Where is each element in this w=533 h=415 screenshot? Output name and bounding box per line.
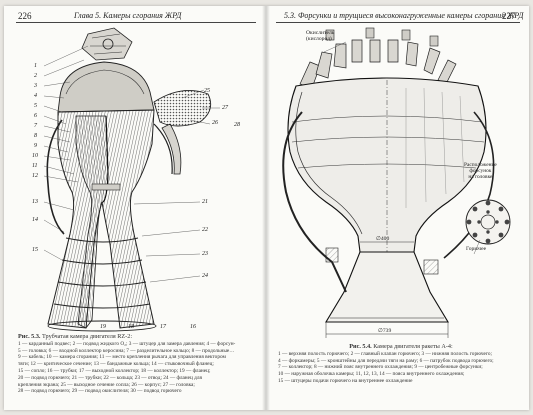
book-gutter [262,6,270,410]
left-caption-line: крепления экрана; 25 — выходное сечение … [18,381,195,388]
tubular-chamber-drawing [43,27,220,332]
left-caption-line: 15 — сопло; 16 — трубки; 17 — выходной к… [18,367,211,374]
throat-diameter-label: ∅400 [376,236,390,242]
callout-24: 24 [202,273,208,279]
callout-15: 15 [32,247,38,253]
callout-10: 10 [32,153,38,159]
injector-plate-detail [153,89,212,175]
callout-13: 13 [32,199,38,205]
leader-lines [43,45,220,283]
callout-16: 16 [190,324,196,330]
gimbal-mount [81,27,133,61]
book-spread: 226 Глава 5. Камеры сгорания ЖРД [4,6,529,410]
callout-26: 26 [212,120,218,126]
oxidizer-label: Окислитель (кислород) [306,30,335,43]
left-caption-line: 1 — карданный подвес; 2 — подвод жидкого… [18,340,236,347]
callout-17: 17 [160,324,166,330]
a4-chamber-drawing [282,27,511,338]
right-figure-caption: Рис. 5.4. Камера двигателя ракеты A-4: 1… [278,343,524,385]
dimension-lines [325,241,449,338]
callout-14: 14 [32,217,38,223]
prechambers [299,39,457,89]
right-running-head: 5.3. Форсунки и трущиеся высоконагруженн… [284,11,524,20]
callout-3: 3 [34,83,37,89]
right-caption-line: 7 — коллектор; 8 — нижний пояс внутренне… [278,364,483,371]
callout-21: 21 [202,199,208,205]
left-caption-line: тяги; 12 — критическое сечение; 13 — бан… [18,361,214,368]
band-rings [53,237,151,309]
injector-dome [57,61,155,113]
callout-8: 8 [34,133,37,139]
callout-22: 22 [202,227,208,233]
callout-7: 7 [34,123,37,129]
callout-25: 25 [204,88,210,94]
right-head-rule [276,22,520,23]
callout-28: 28 [234,122,240,128]
callout-12: 12 [32,173,38,179]
left-page: 226 Глава 5. Камеры сгорания ЖРД [4,6,266,410]
right-caption-line: 10 — наружная оболочка камеры; 11, 12, 1… [278,371,465,378]
callout-4: 4 [34,93,37,99]
callout-6: 6 [34,113,37,119]
callout-27: 27 [222,105,228,111]
left-figure-title: Рис. 5.3. Трубчатая камера двигателя RZ-… [18,333,133,340]
left-caption-line: 9 — кабель; 10 — камера сгорания; 11 — м… [18,354,226,361]
left-caption-line: 20 — подвод горючего; 21 — трубки; 22 — … [18,374,202,381]
cooling-bands [291,115,485,169]
left-caption-line: 28 — подвод горючего; 29 — подвод окисли… [18,388,182,395]
left-figure-caption: Рис. 5.3. Трубчатая камера двигателя RZ-… [18,333,258,395]
callout-2: 2 [34,73,37,79]
right-page: 5.3. Форсунки и трущиеся высоконагруженн… [266,6,529,410]
callout-18: 18 [128,324,134,330]
fuel-supply-pipe [282,111,347,293]
callout-11: 11 [32,163,38,169]
callout-19: 19 [100,324,106,330]
left-head-rule [16,22,256,23]
injector-layout-diagram [465,199,511,245]
left-page-number: 226 [18,11,32,21]
fuel-label: Горючее [466,246,487,252]
injector-layout-label: Расположение форсунок на головке [464,162,497,181]
callout-23: 23 [202,251,208,257]
nozzle-exit-ring [47,320,157,332]
callout-9: 9 [34,143,37,149]
right-caption-line: 4 — форкамеры; 5 — кронштейны для переда… [278,357,494,364]
rib-lines [405,87,465,208]
fuel-pipe [46,119,65,235]
right-page-number: 227 [502,11,516,21]
callout-5: 5 [34,103,37,109]
left-running-head: Глава 5. Камеры сгорания ЖРД [74,11,182,20]
right-caption-line: 1 — верхняя полость горючего; 2 — главны… [278,350,493,357]
right-caption-line: 15 — штуцеры подачи горючего на внутренн… [278,377,413,384]
callout-1: 1 [34,63,37,69]
left-caption-line: 5 — головка; 6 — входной коллектор керос… [18,347,235,354]
exit-diameter-label: ∅739 [378,328,392,334]
throat-clamp [91,183,121,191]
right-figure-title: Рис. 5.4. Камера двигателя ракеты A-4: [349,343,453,350]
